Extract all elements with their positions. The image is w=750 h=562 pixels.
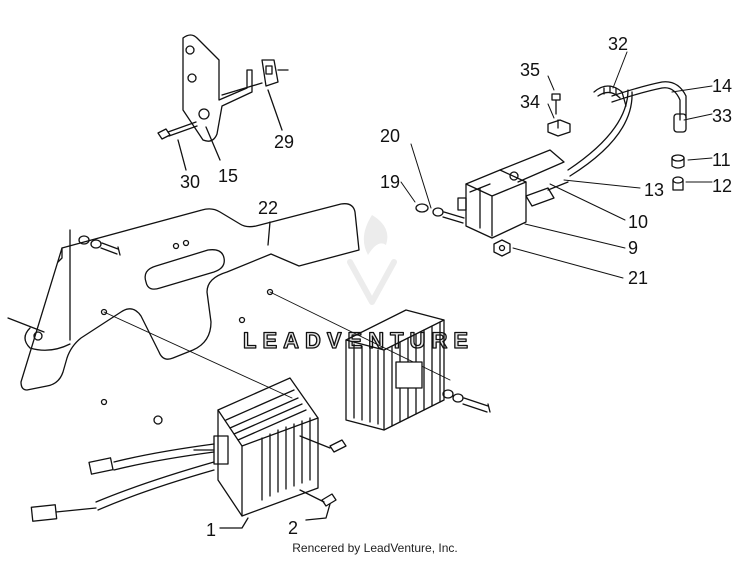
regulator-1 — [193, 377, 319, 517]
footer-credit: Rencered by LeadVenture, Inc. — [292, 541, 458, 555]
bolt-30 — [157, 121, 198, 140]
nut-21 — [493, 239, 511, 257]
terminal-12 — [672, 176, 684, 191]
callout-labels: 1 2 9 10 11 12 13 14 15 19 20 21 22 29 3… — [180, 34, 732, 540]
svg-text:LEADVENTURE: LEADVENTURE — [243, 328, 474, 353]
leader-15 — [205, 126, 221, 161]
solenoid-assembly — [457, 89, 633, 239]
callout-21: 21 — [628, 268, 648, 288]
mounting-plate-22 — [7, 203, 360, 425]
bolt-washers-left — [78, 235, 121, 256]
callout-13: 13 — [644, 180, 664, 200]
cable-harness — [30, 443, 215, 522]
callout-34: 34 — [520, 92, 540, 112]
watermark: LEADVENTURE — [242, 215, 474, 354]
bolt-washers-right — [442, 389, 491, 413]
callout-19: 19 — [380, 172, 400, 192]
screw-35 — [551, 93, 561, 115]
callout-10: 10 — [628, 212, 648, 232]
callout-9: 9 — [628, 238, 638, 258]
callout-2: 2 — [288, 518, 298, 538]
bracket-15 — [182, 34, 289, 142]
clip-34 — [547, 119, 571, 137]
callout-32: 32 — [608, 34, 628, 54]
cap-11 — [671, 154, 685, 169]
callout-11: 11 — [712, 150, 731, 170]
callout-14: 14 — [712, 76, 732, 96]
clamp-32 — [593, 85, 627, 107]
leader-30 — [177, 139, 187, 171]
callout-29: 29 — [274, 132, 294, 152]
heat-sink-module — [345, 309, 445, 431]
callout-35: 35 — [520, 60, 540, 80]
leader-2 — [305, 503, 331, 521]
screws-2 — [299, 435, 347, 507]
callout-15: 15 — [218, 166, 238, 186]
callout-30: 30 — [180, 172, 200, 192]
callout-22: 22 — [258, 198, 278, 218]
callout-1: 1 — [206, 520, 216, 540]
callout-20: 20 — [380, 126, 400, 146]
cable-14 — [611, 81, 687, 133]
leaders-right — [400, 51, 713, 279]
callout-33: 33 — [712, 106, 732, 126]
leader-29 — [267, 89, 283, 131]
bolt-washer-19-20 — [415, 203, 465, 224]
callout-12: 12 — [712, 176, 732, 196]
leader-1 — [219, 517, 249, 529]
leader-22 — [267, 221, 271, 246]
